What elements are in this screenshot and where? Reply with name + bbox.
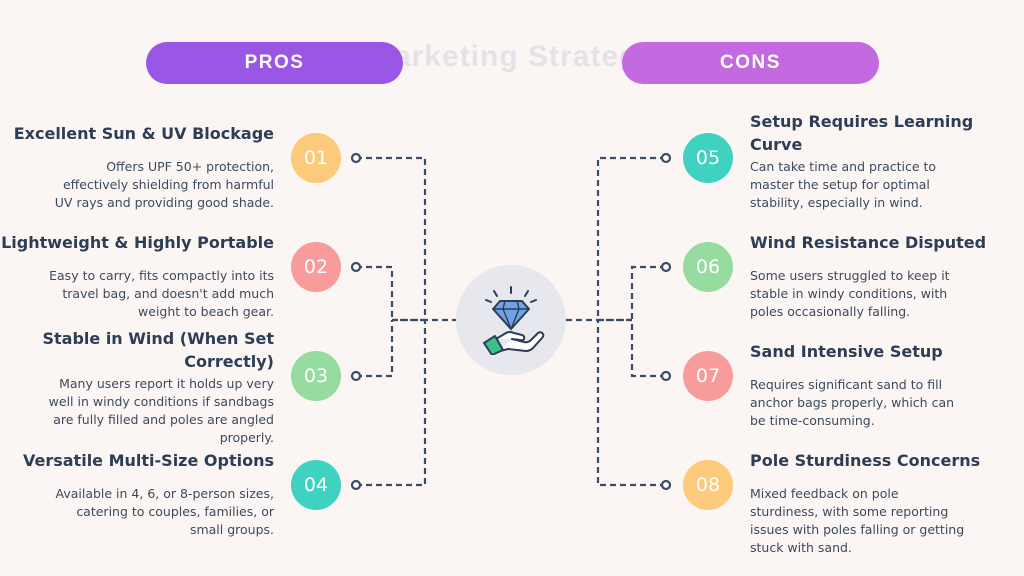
pro-description-02: Easy to carry, fits compactly into its t… xyxy=(49,268,274,319)
connector-dot-03 xyxy=(350,370,362,382)
connector-dot-07 xyxy=(660,370,672,382)
pro-number-badge-04: 04 xyxy=(291,460,341,510)
connector-08 xyxy=(596,320,666,487)
connector-04 xyxy=(356,320,427,487)
connector-dot-01 xyxy=(350,152,362,164)
connector-07 xyxy=(630,320,666,378)
pro-title-04: Versatile Multi-Size Options xyxy=(22,451,274,470)
con-title-07: Sand Intensive Setup xyxy=(750,342,943,361)
con-description-08: Mixed feedback on pole sturdiness, with … xyxy=(750,486,965,555)
con-title-08: Pole Sturdiness Concerns xyxy=(750,451,981,470)
con-number-badge-08: 08 xyxy=(683,460,733,510)
con-title-06: Wind Resistance Disputed xyxy=(750,233,987,252)
connector-dot-05 xyxy=(660,152,672,164)
pros-header-pill: PROS xyxy=(146,42,403,84)
cons-header-pill: CONS xyxy=(622,42,879,84)
con-description-06: Some users struggled to keep it stable i… xyxy=(750,268,950,319)
con-number-badge-06: 06 xyxy=(683,242,733,292)
connector-dot-02 xyxy=(350,261,362,273)
cons-label: CONS xyxy=(720,52,781,73)
pros-label: PROS xyxy=(244,52,305,73)
pro-number-badge-01: 01 xyxy=(291,133,341,183)
pro-description-04: Available in 4, 6, or 8-person sizes, ca… xyxy=(55,486,275,537)
pro-description-03: Many users report it holds up very well … xyxy=(48,376,274,445)
con-description-07: Requires significant sand to fill anchor… xyxy=(750,377,955,428)
pro-description-01: Offers UPF 50+ protection, effectively s… xyxy=(54,159,274,210)
con-title-05: Setup Requires Learning Curve xyxy=(750,112,974,154)
pro-title-01: Excellent Sun & UV Blockage xyxy=(13,124,274,143)
pro-number-badge-02: 02 xyxy=(291,242,341,292)
con-number-badge-05: 05 xyxy=(683,133,733,183)
background-watermark: Marketing Strategy xyxy=(367,40,657,73)
diamond-hand-icon xyxy=(483,286,545,355)
con-description-05: Can take time and practice to master the… xyxy=(750,159,937,210)
center-hub xyxy=(456,265,566,375)
connector-02 xyxy=(356,265,394,320)
connector-06 xyxy=(630,265,666,320)
pro-title-02: Lightweight & Highly Portable xyxy=(1,233,274,252)
con-number-badge-07: 07 xyxy=(683,351,733,401)
connector-01 xyxy=(356,156,427,322)
connector-dot-08 xyxy=(660,479,672,491)
connector-dot-06 xyxy=(660,261,672,273)
connector-03 xyxy=(356,320,394,378)
pro-number-badge-03: 03 xyxy=(291,351,341,401)
connector-dot-04 xyxy=(350,479,362,491)
connector-05 xyxy=(596,156,666,322)
pro-title-03: Stable in Wind (When Set Correctly) xyxy=(42,329,274,371)
